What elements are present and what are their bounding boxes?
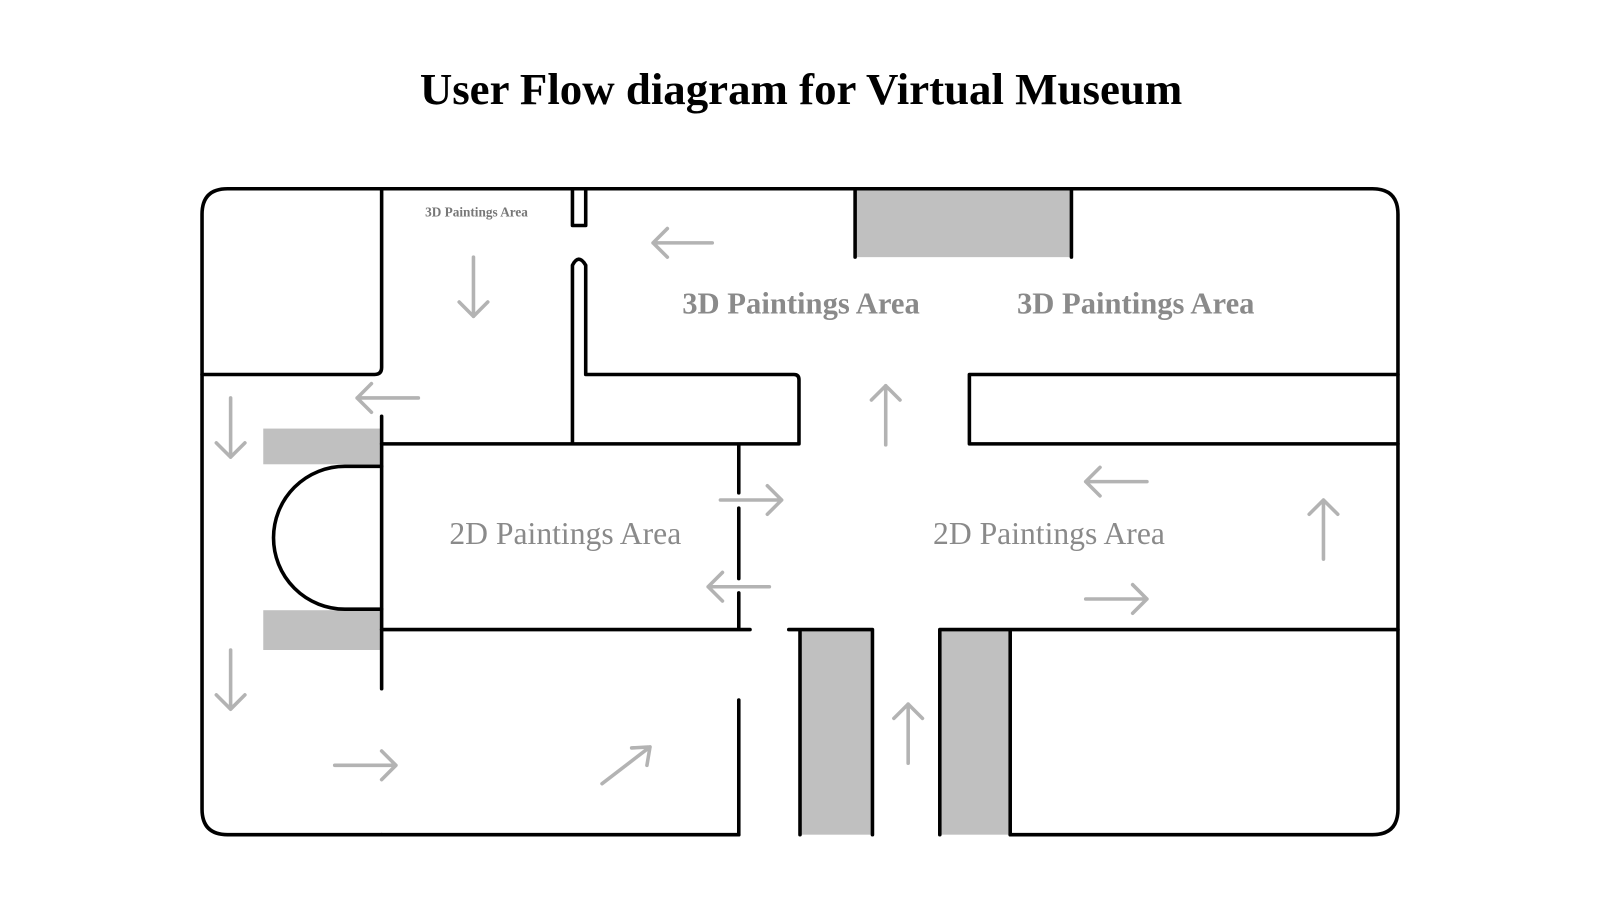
entrance-left-pillar	[800, 629, 873, 835]
corner-room-wall	[200, 186, 384, 377]
left-upper-block	[263, 428, 382, 465]
right-corridor-wall	[967, 372, 1400, 446]
arrow-left-icon	[706, 570, 772, 603]
diagram-title: User Flow diagram for Virtual Museum	[420, 64, 1182, 114]
exhibit-blocks	[263, 188, 1072, 835]
walls	[200, 186, 1400, 837]
outer-wall	[200, 186, 1400, 837]
arrow-down-icon	[214, 648, 247, 711]
arrow-up-right-icon	[600, 745, 652, 786]
flow-arrows	[214, 226, 1340, 786]
semicircle-alcove	[271, 464, 384, 611]
entrance-left-wall	[786, 627, 875, 837]
upper-partition-wall	[379, 257, 801, 446]
arrow-up-icon	[1307, 498, 1340, 561]
top-block-walls	[853, 186, 1074, 259]
arrow-down-icon	[457, 255, 490, 319]
arrow-left-icon	[355, 381, 421, 415]
arrow-left-icon	[1083, 465, 1149, 498]
arrow-up-icon	[892, 702, 925, 766]
area-label-small-3d: 3D Paintings Area	[425, 204, 528, 219]
top-exhibit-block	[855, 188, 1072, 258]
area-label-right-2d: 2D Paintings Area	[933, 516, 1165, 551]
entrance-right-wall	[938, 627, 1400, 837]
area-label-right-3d: 3D Paintings Area	[1017, 286, 1255, 320]
arrow-right-icon	[332, 749, 398, 782]
area-label-center-3d: 3D Paintings Area	[682, 286, 920, 320]
arrow-right-icon	[718, 483, 784, 517]
arrow-right-icon	[1083, 582, 1149, 616]
arrow-left-icon	[651, 226, 715, 259]
top-stub-wall	[570, 186, 588, 228]
arrow-down-icon	[214, 396, 247, 459]
arrow-up-icon	[869, 383, 902, 447]
left-lower-block	[263, 610, 382, 650]
entrance-right-pillar	[939, 629, 1011, 835]
area-label-left-2d: 2D Paintings Area	[449, 516, 681, 551]
